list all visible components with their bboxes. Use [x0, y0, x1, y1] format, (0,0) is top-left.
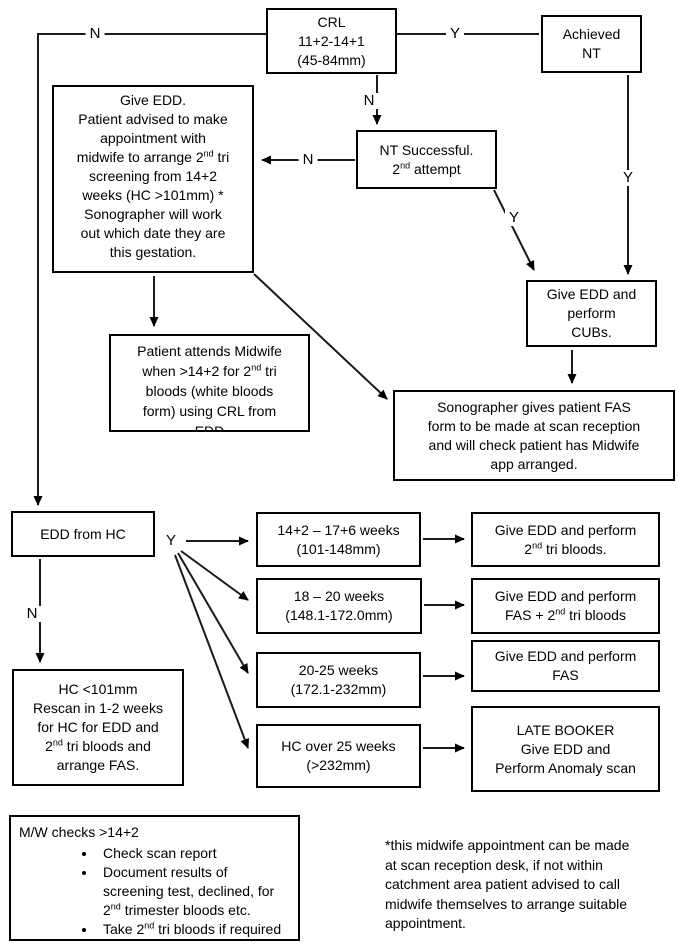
- edge-crl-no-to-edd-from-hc: [33, 33, 266, 506]
- mw-check-item: Take 2nd tri bloods if required: [97, 920, 290, 939]
- mw-check-item: Check scan report: [97, 844, 290, 863]
- edge-y-fan-row3: [177, 552, 249, 674]
- mw-checks-list: Check scan report Document results of sc…: [19, 844, 290, 939]
- label-y-achieved-nt: Y: [618, 170, 638, 186]
- label-y-nt-diagonal: Y: [504, 210, 524, 226]
- mw-check-item: Document results of screening test, decl…: [97, 863, 290, 920]
- edge-y-fan-row4: [174, 554, 250, 749]
- mw-checks-box: M/W checks >14+2 Check scan report Docum…: [9, 815, 300, 941]
- edge-give-edd-to-sonographer: [253, 273, 388, 400]
- nt-successful-box: NT Successful.2nd attempt: [356, 130, 497, 189]
- label-y-edd-from-hc: Y: [161, 533, 181, 549]
- label-n-crl-down: N: [359, 93, 379, 109]
- weeks-14-2-to-17-6-box: 14+2 – 17+6 weeks(101-148mm): [256, 512, 421, 567]
- asterisk-footnote: *this midwife appointment can be made at…: [385, 837, 630, 931]
- edge-nt-successful-y-to-cubs: [493, 189, 535, 271]
- weeks-18-to-20-box: 18 – 20 weeks(148.1-172.0mm): [256, 578, 422, 634]
- mw-checks-title: M/W checks >14+2: [19, 824, 139, 840]
- label-n-nt-left: N: [298, 152, 318, 168]
- label-n-crl-left: N: [85, 26, 105, 42]
- label-n-edd-from-hc: N: [22, 606, 42, 622]
- edge-y-fan-row2: [180, 550, 249, 601]
- weeks-over-25-box: HC over 25 weeks(>232mm): [256, 724, 421, 788]
- weeks-20-to-25-box: 20-25 weeks(172.1-232mm): [256, 652, 421, 708]
- edd-from-hc-box: EDD from HC: [11, 511, 155, 557]
- label-y-crl-right: Y: [445, 26, 465, 42]
